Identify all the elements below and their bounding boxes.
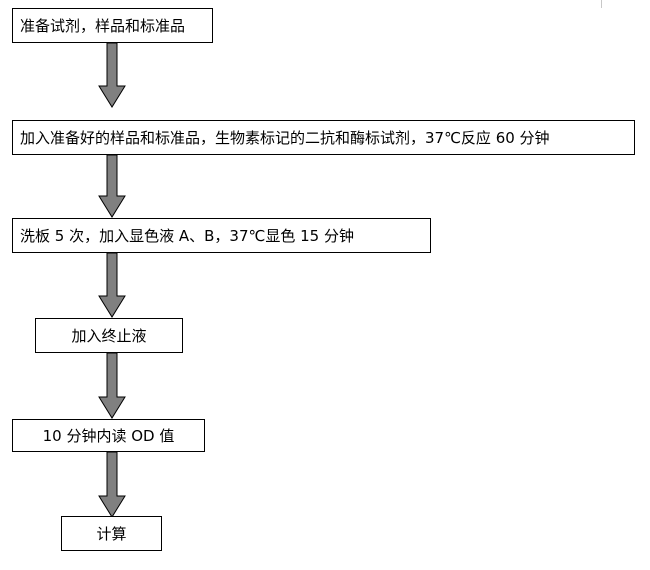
step-add-samples-incubate-text: 加入准备好的样品和标准品，生物素标记的二抗和酶标试剂，37℃反应 60 分钟 — [20, 128, 550, 147]
step-add-samples-incubate: 加入准备好的样品和标准品，生物素标记的二抗和酶标试剂，37℃反应 60 分钟 — [12, 120, 635, 155]
arrow-down-icon — [98, 353, 126, 419]
arrow-down-icon — [98, 452, 126, 518]
arrow-down-3 — [98, 253, 126, 318]
step-read-od-value-text: 10 分钟内读 OD 值 — [42, 426, 175, 445]
arrow-down-2 — [98, 155, 126, 218]
step-calculate: 计算 — [61, 516, 162, 551]
arrow-down-icon — [98, 253, 126, 318]
arrow-down-icon — [98, 155, 126, 218]
arrow-down-5 — [98, 452, 126, 518]
step-add-stop-solution-text: 加入终止液 — [71, 326, 147, 345]
arrow-down-1 — [98, 43, 126, 108]
step-read-od-value: 10 分钟内读 OD 值 — [12, 419, 205, 452]
arrow-down-4 — [98, 353, 126, 419]
arrow-down-icon — [98, 43, 126, 108]
step-wash-and-develop-text: 洗板 5 次，加入显色液 A、B，37℃显色 15 分钟 — [20, 226, 354, 245]
step-add-stop-solution: 加入终止液 — [35, 318, 183, 353]
step-prepare-reagents-text: 准备试剂，样品和标准品 — [20, 16, 186, 35]
step-prepare-reagents: 准备试剂，样品和标准品 — [12, 8, 213, 43]
step-calculate-text: 计算 — [96, 524, 127, 543]
step-wash-and-develop: 洗板 5 次，加入显色液 A、B，37℃显色 15 分钟 — [12, 218, 431, 253]
page-corner-mark — [601, 0, 602, 8]
